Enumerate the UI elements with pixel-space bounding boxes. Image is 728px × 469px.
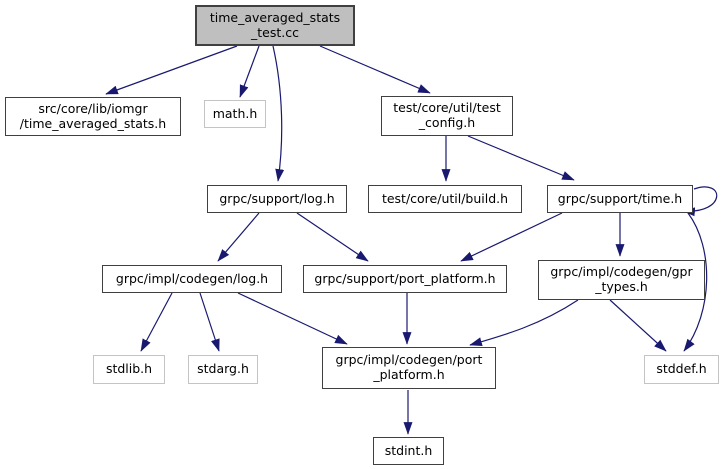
- graph-node-grpc-impl-codegen-gpr-types-h[interactable]: grpc/impl/codegen/gpr _types.h: [538, 260, 705, 300]
- edge-test-cc-to-support-log: [272, 45, 285, 182]
- graph-node-grpc-support-port-platform-h[interactable]: grpc/support/port_platform.h: [303, 265, 507, 293]
- graph-node-stdarg-h: stdarg.h: [188, 355, 258, 384]
- graph-node-time-averaged-stats-test-cc: time_averaged_stats _test.cc: [195, 5, 355, 46]
- edge-gpr-types-to-stddef-h: [609, 299, 667, 352]
- graph-node-grpc-support-log-h[interactable]: grpc/support/log.h: [207, 185, 347, 213]
- edge-codegen-log-to-codegen-pp: [237, 292, 348, 345]
- edge-gpr-types-to-codegen-pp: [469, 299, 579, 347]
- graph-node-grpc-impl-codegen-log-h[interactable]: grpc/impl/codegen/log.h: [102, 265, 282, 293]
- edge-time-h-to-stddef-h: [683, 212, 708, 352]
- graph-node-grpc-impl-codegen-port-platform-h[interactable]: grpc/impl/codegen/port _platform.h: [322, 347, 496, 389]
- edge-codegen-log-to-stdarg-h: [199, 292, 220, 352]
- edge-time-h-to-support-pp: [460, 212, 563, 262]
- graph-node-stddef-h: stddef.h: [644, 355, 719, 384]
- edge-time-h-self-loop: [682, 186, 718, 217]
- edge-test-cc-to-math-h: [239, 45, 260, 98]
- graph-node-math-h: math.h: [204, 100, 266, 128]
- edge-codegen-log-to-stdlib-h: [140, 292, 173, 352]
- edge-support-log-to-codegen-log: [217, 212, 260, 262]
- graph-node-src-core-lib-iomgr-time-averaged-stats-h[interactable]: src/core/lib/iomgr /time_averaged_stats.…: [5, 97, 181, 136]
- edge-test-cc-to-test-config: [319, 45, 431, 94]
- edge-test-config-to-time-h: [467, 135, 575, 181]
- edge-test-cc-to-src-iomgr: [105, 45, 238, 95]
- graph-node-test-core-util-test-config-h[interactable]: test/core/util/test _config.h: [381, 96, 513, 136]
- graph-node-grpc-support-time-h[interactable]: grpc/support/time.h: [547, 185, 693, 213]
- graph-node-stdlib-h: stdlib.h: [93, 355, 165, 384]
- graph-node-test-core-util-build-h[interactable]: test/core/util/build.h: [368, 185, 522, 213]
- graph-node-stdint-h[interactable]: stdint.h: [373, 437, 444, 465]
- edge-support-log-to-support-pp: [296, 212, 369, 262]
